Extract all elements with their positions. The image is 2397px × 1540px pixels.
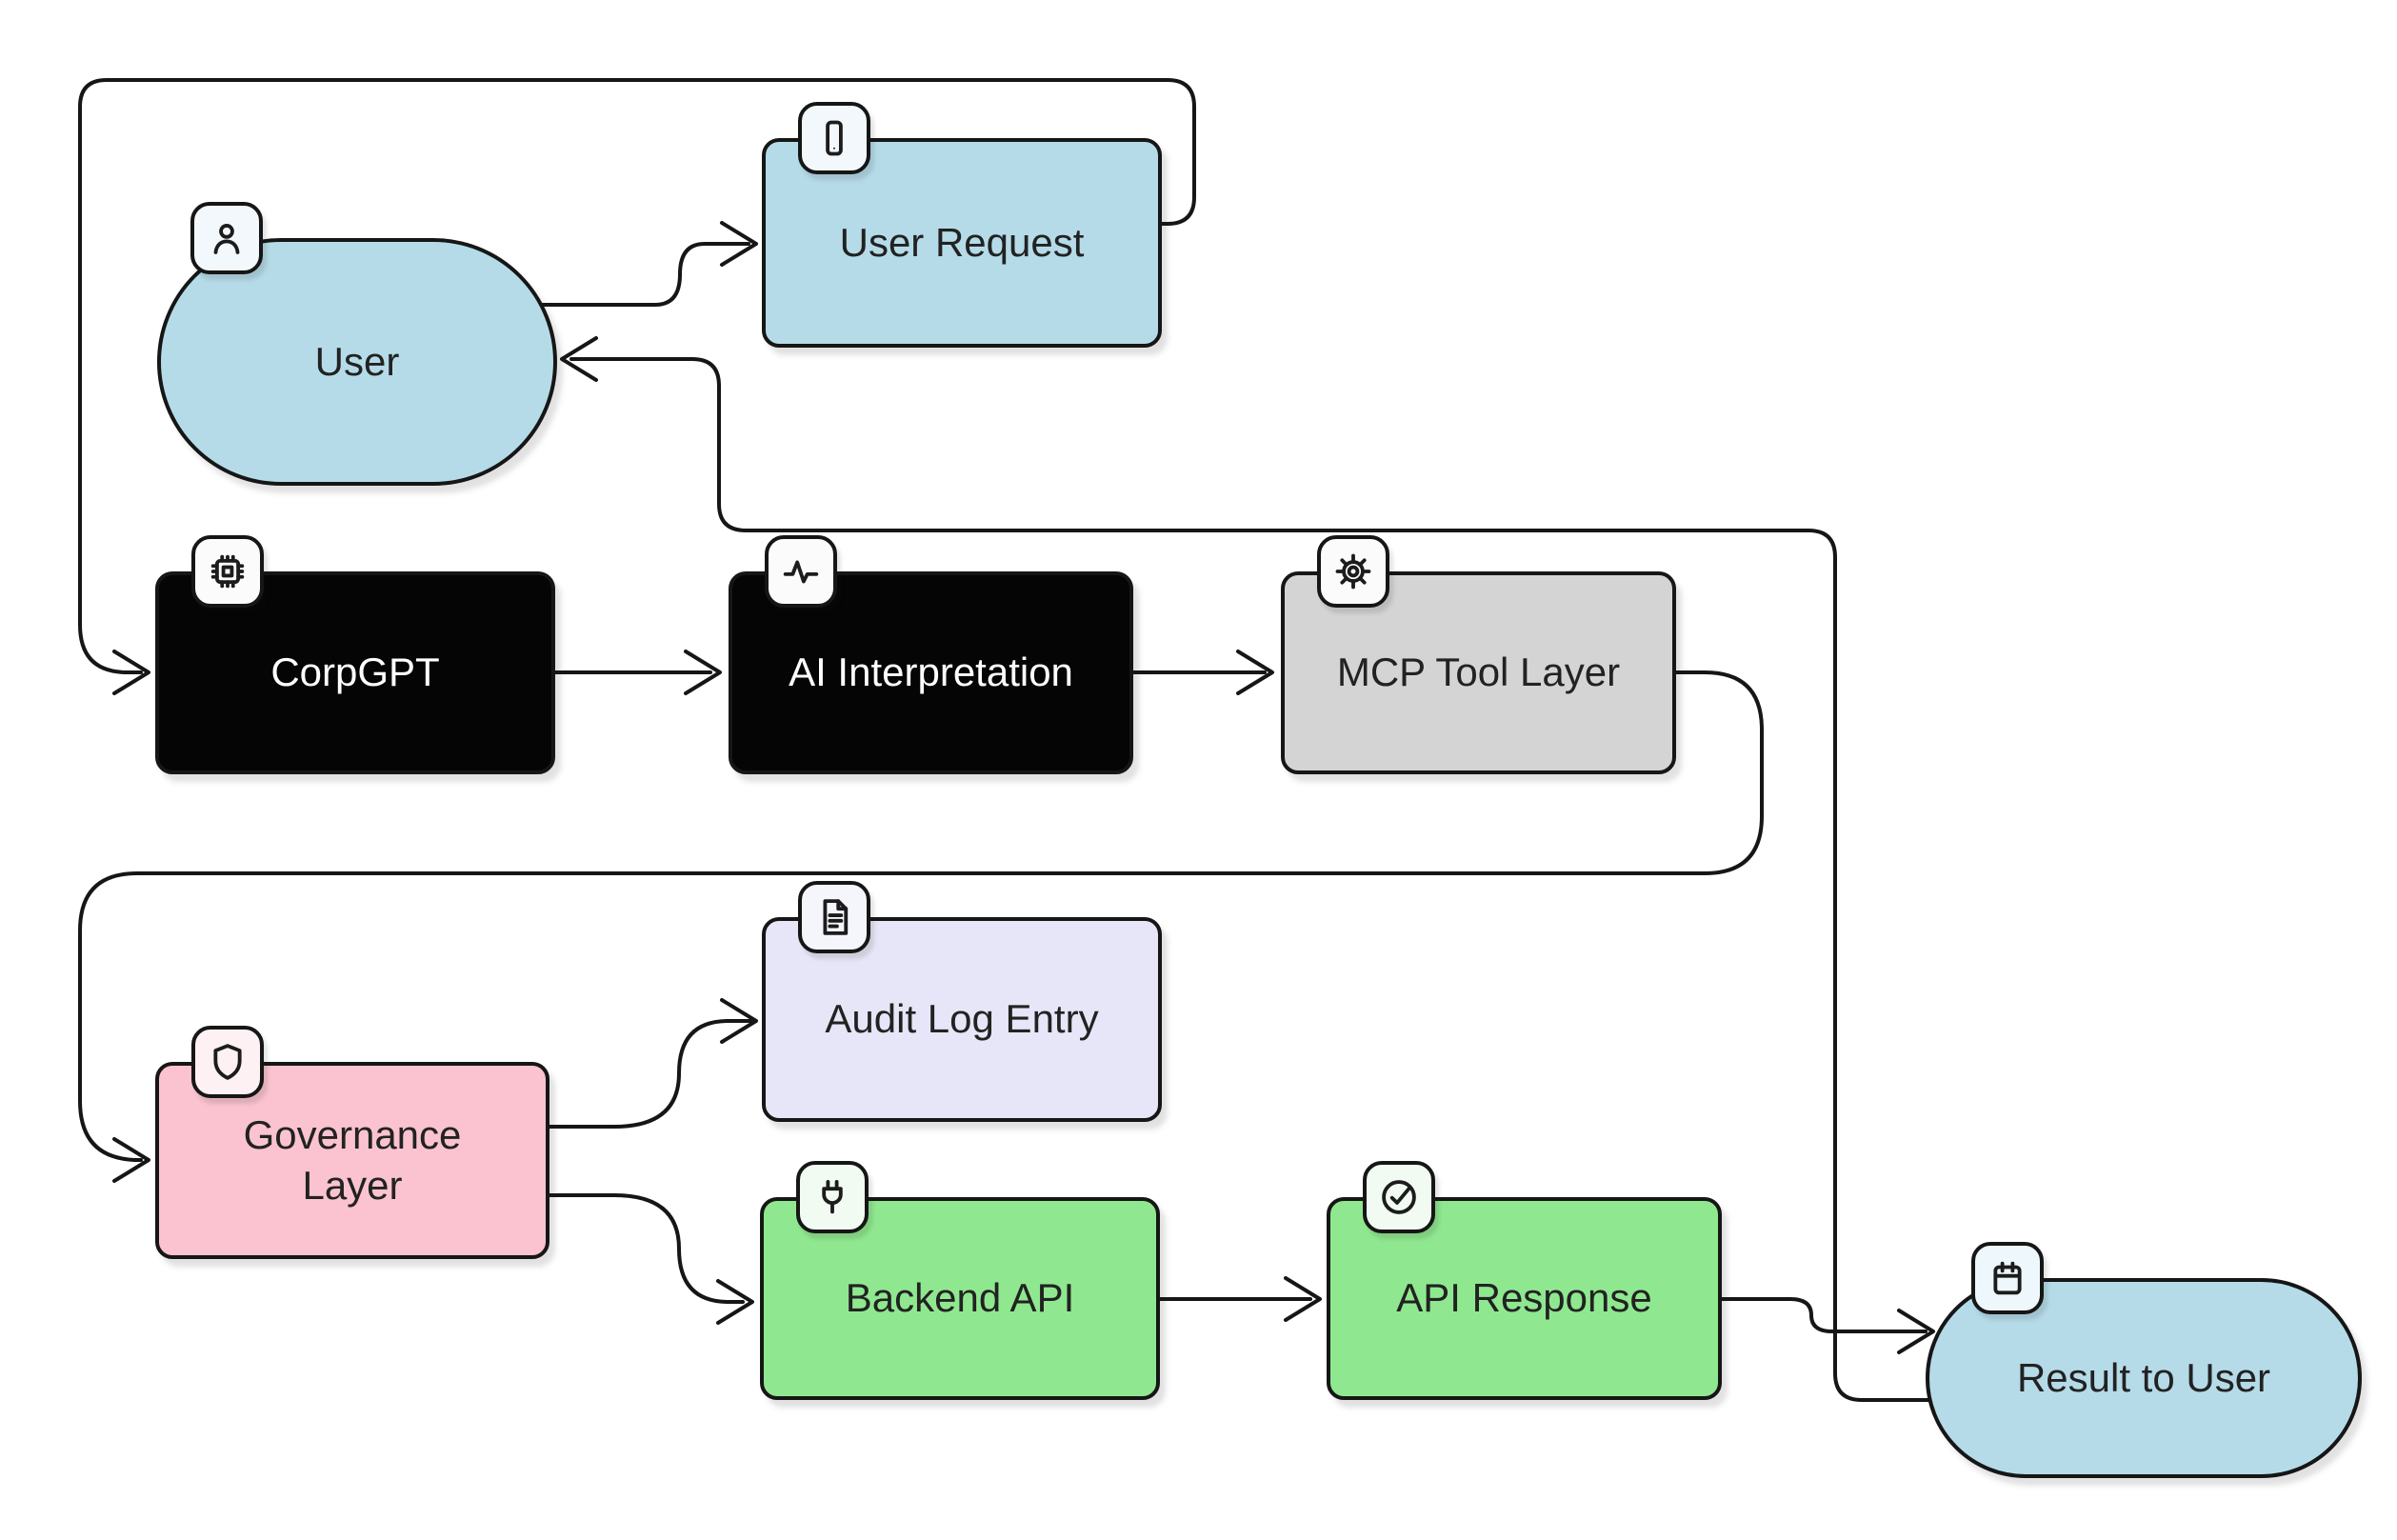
file-text-icon xyxy=(823,899,849,935)
node-user: User xyxy=(157,238,557,486)
check-circle-icon xyxy=(1382,1180,1416,1214)
node-backend-api-label: Backend API xyxy=(845,1275,1075,1321)
person-icon xyxy=(213,224,240,254)
node-mcp-tool-layer-label: MCP Tool Layer xyxy=(1336,650,1621,695)
ai-interpretation-icon-badge xyxy=(765,535,837,608)
user-request-icon-badge xyxy=(798,102,870,174)
mcp-tool-layer-icon-badge xyxy=(1317,535,1389,608)
node-api-response-label: API Response xyxy=(1396,1275,1652,1321)
edge-api-response-to-result-to-user xyxy=(1720,1297,1935,1354)
shield-icon xyxy=(213,1044,242,1080)
api-response-icon-badge xyxy=(1363,1161,1435,1233)
node-audit-log-entry-label: Audit Log Entry xyxy=(825,996,1099,1042)
smartphone-icon xyxy=(826,120,843,156)
node-governance-layer-label: Governance Layer xyxy=(243,1112,462,1208)
calendar-icon xyxy=(1993,1261,2022,1295)
edge-corpgpt-to-ai-interpretation xyxy=(553,650,722,695)
gear-icon xyxy=(1335,553,1371,590)
node-user-label: User xyxy=(314,338,400,384)
governance-layer-icon-badge xyxy=(191,1026,264,1098)
node-user-request-label: User Request xyxy=(839,219,1085,265)
backend-api-icon-badge xyxy=(796,1161,869,1233)
activity-icon xyxy=(783,560,819,584)
user-icon-badge xyxy=(190,202,263,274)
audit-log-entry-icon-badge xyxy=(798,881,870,953)
corpgpt-icon-badge xyxy=(191,535,264,608)
plug-icon xyxy=(822,1179,843,1214)
result-to-user-icon-badge xyxy=(1971,1242,2044,1314)
node-result-to-user-label: Result to User xyxy=(2016,1354,2271,1400)
edge-user-request-to-corpgpt xyxy=(78,78,1196,695)
edge-result-to-user-to-user xyxy=(560,336,1930,1402)
edge-governance-layer-to-audit-log-entry xyxy=(548,998,758,1129)
edge-governance-layer-to-backend-api xyxy=(548,1193,754,1325)
node-backend-api: Backend API xyxy=(760,1197,1160,1400)
node-corpgpt-label: CorpGPT xyxy=(270,650,440,695)
edge-user-to-user-request xyxy=(541,221,758,307)
edge-mcp-tool-layer-to-governance-layer xyxy=(78,670,1764,1183)
edge-ai-interpretation-to-mcp-tool-layer xyxy=(1131,650,1274,695)
node-ai-interpretation-label: AI Interpretation xyxy=(789,650,1073,695)
edge-backend-api-to-api-response xyxy=(1158,1276,1322,1322)
cpu-icon xyxy=(210,554,245,589)
